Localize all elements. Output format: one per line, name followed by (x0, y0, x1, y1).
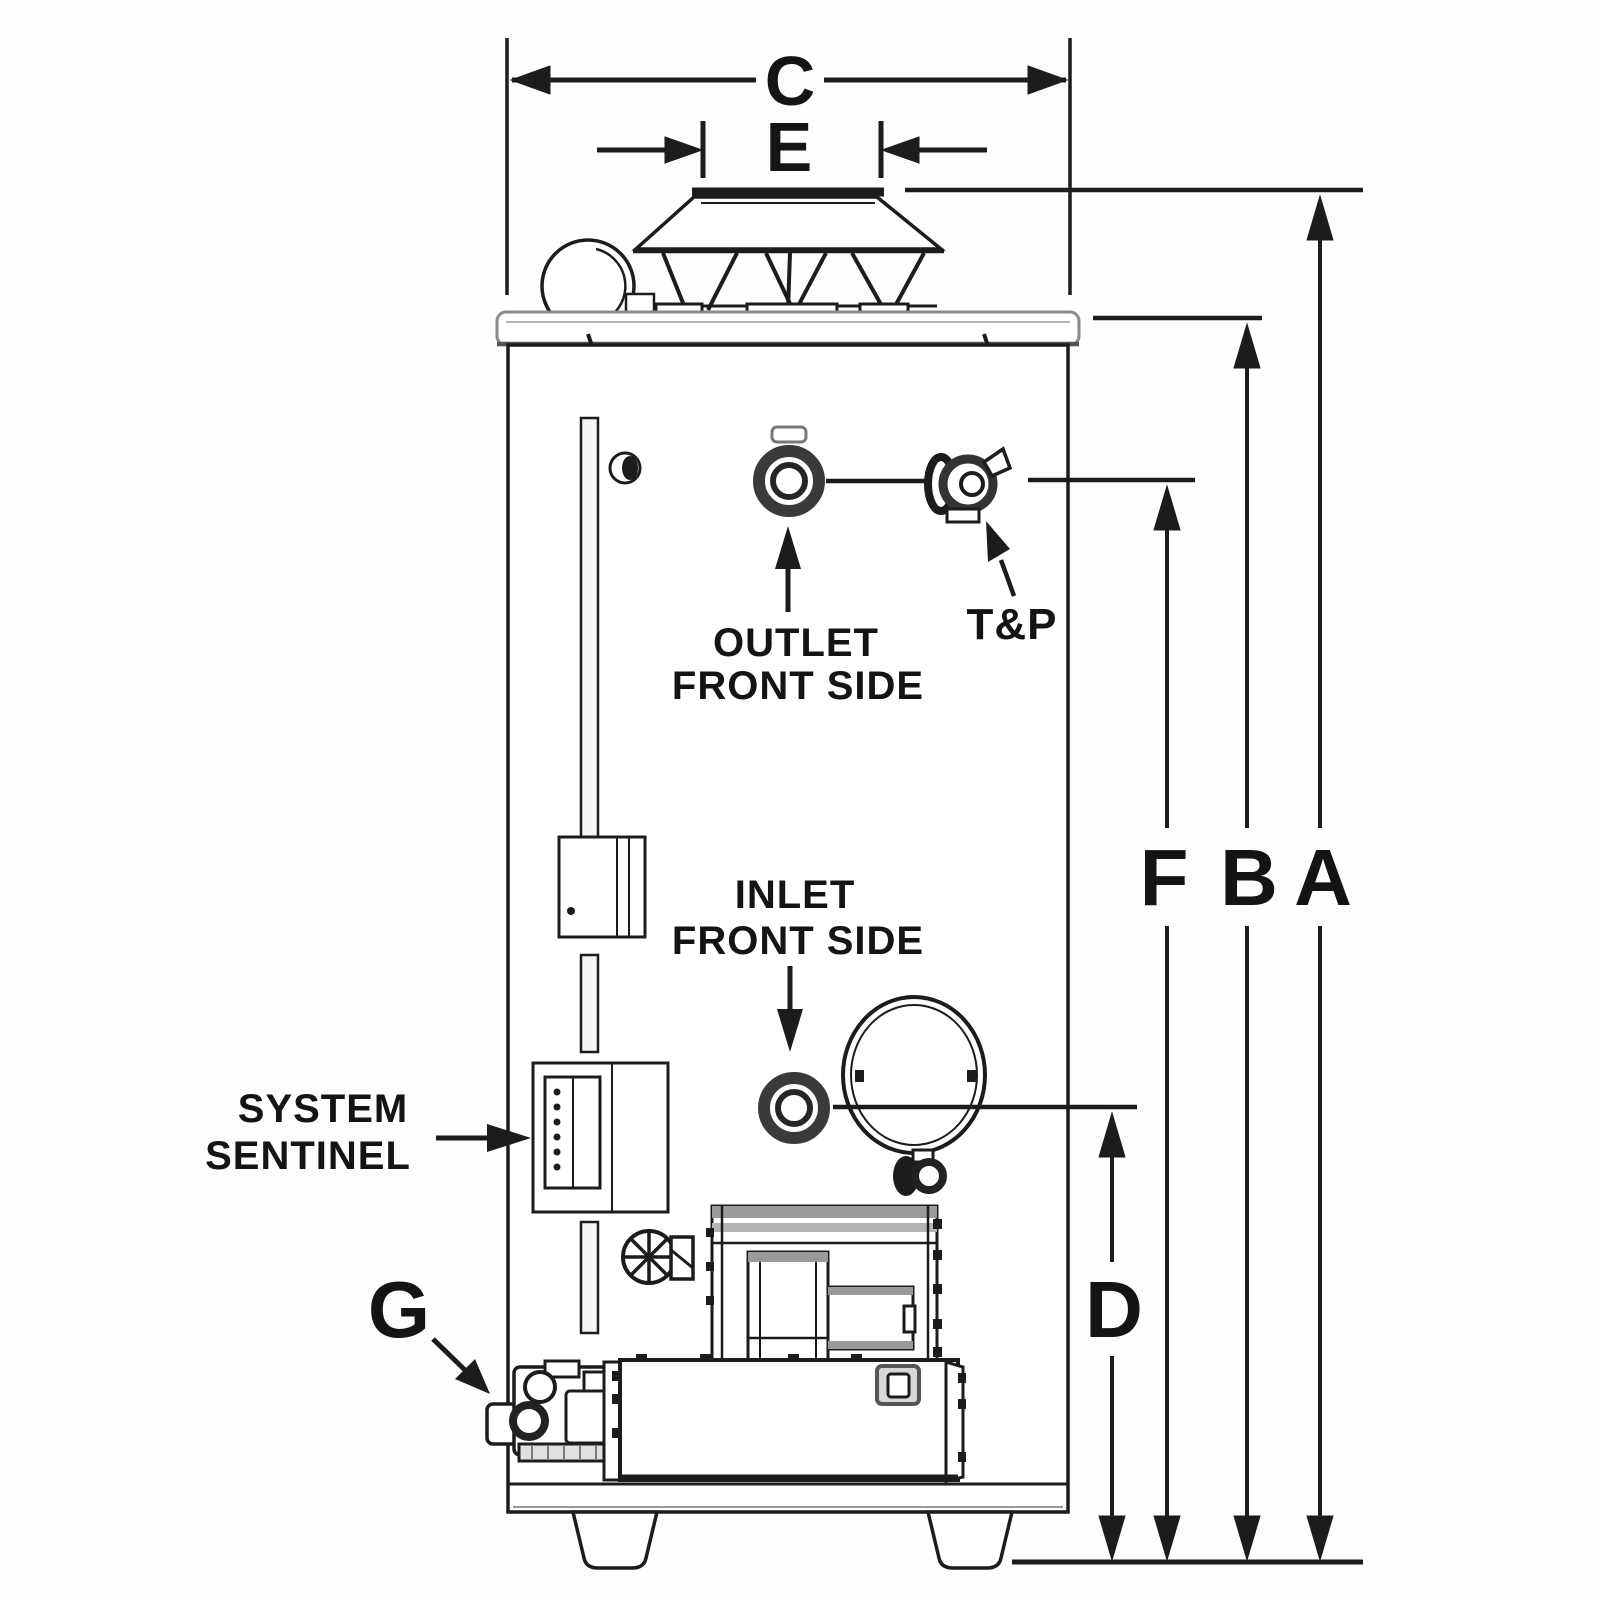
arrow-right-icon (664, 136, 704, 164)
manifold-band (712, 1206, 937, 1218)
control-dot-right (967, 1070, 976, 1082)
dimension-c-lines (505, 38, 1072, 295)
dim-label-b: B (1220, 833, 1278, 922)
gas-valve (485, 1359, 615, 1463)
door-right-strip (944, 1359, 965, 1483)
dim-label-e: E (765, 108, 813, 186)
arrow-right-icon (1027, 65, 1069, 95)
door-tabs (612, 1354, 966, 1462)
outlet-fitting (753, 425, 928, 517)
tp-label: T&P (966, 600, 1058, 649)
system-sentinel-box (436, 1061, 670, 1214)
foot-left (570, 1510, 660, 1570)
sight-glass (886, 1372, 911, 1399)
dim-label-g: G (367, 1265, 431, 1354)
control-circle-outer (841, 995, 987, 1155)
dim-label-a: A (1294, 833, 1352, 922)
knob-ring (911, 1158, 947, 1194)
dimension-b (1093, 315, 1262, 1562)
dim-label-c: C (764, 42, 816, 120)
dim-label-d: D (1085, 1265, 1143, 1354)
tp-body-inner (959, 471, 985, 497)
knob-body (893, 1156, 919, 1196)
dimension-d (833, 1104, 1137, 1562)
manifold-attachment-band (828, 1287, 913, 1295)
rod-lower (579, 1220, 600, 1335)
anode-rod-assembly (557, 416, 647, 1335)
arrow-left-icon (509, 65, 551, 95)
hood-skirt (631, 195, 946, 251)
arrow-up-icon (775, 526, 801, 569)
tank-top-cap (495, 310, 1081, 347)
arrow-down-icon (1233, 1515, 1261, 1562)
draft-hood (631, 187, 946, 320)
outlet-label-line2: FRONT SIDE (671, 664, 925, 708)
foot-right (925, 1510, 1015, 1570)
arrow-up-icon (1306, 194, 1334, 241)
tp-arrow-shaft (998, 559, 1017, 597)
dimension-f (1028, 477, 1195, 1562)
arrow-right-icon (487, 1124, 531, 1152)
rod-upper (579, 416, 600, 839)
arrow-up-icon (1233, 322, 1261, 369)
tp-top-tab (981, 446, 1013, 479)
inlet-label-line2: FRONT SIDE (671, 919, 925, 963)
arrow-down-right-icon (455, 1359, 490, 1394)
arrow-down-icon (1098, 1515, 1126, 1562)
wheel-bracket-line (670, 1248, 694, 1270)
arrow-down-icon (1306, 1515, 1334, 1562)
pilot-sight-wheel (621, 1229, 695, 1285)
arrow-up-icon (1098, 1111, 1126, 1158)
screw-dot (567, 907, 575, 915)
arrow-down-icon (777, 1009, 803, 1052)
arrow-down-icon (1153, 1515, 1181, 1562)
dim-label-f: F (1139, 833, 1189, 922)
manifold-tab (902, 1304, 917, 1334)
manifold-inner-band (748, 1252, 828, 1262)
grommet-hole (622, 456, 638, 480)
sentinel-label-line1: SYSTEM (237, 1087, 409, 1131)
outlet-label-line1: OUTLET (713, 621, 879, 665)
manifold-rail-nubs (706, 1219, 942, 1357)
gas-control (841, 995, 987, 1196)
inlet-group (758, 966, 830, 1144)
arrow-shaft (431, 1337, 469, 1374)
sentinel-label-line2: SENTINEL (205, 1134, 411, 1178)
gas-valve-base-hatch (531, 1446, 597, 1459)
outlet-ring-inner (770, 462, 808, 500)
junction-box (557, 835, 647, 939)
gas-valve-base (517, 1442, 615, 1463)
gas-valve-top (543, 1359, 581, 1379)
flue-bracket (624, 292, 656, 314)
gas-valve-block (564, 1389, 608, 1445)
rod-middle (579, 953, 600, 1054)
cap-body (495, 310, 1081, 347)
control-circle-inner (850, 1004, 978, 1146)
arrow-up-icon (1153, 484, 1181, 531)
inlet-ring-inner (775, 1089, 813, 1127)
burner-door (602, 1354, 966, 1483)
inlet-label-line1: INLET (734, 873, 856, 917)
dimension-e-lines (597, 121, 987, 178)
dimension-a (905, 187, 1363, 1562)
control-dot-left (855, 1070, 864, 1082)
outlet-arrow (775, 526, 801, 612)
manifold-attachment-band (828, 1341, 913, 1349)
tp-bottom-tab (945, 507, 981, 524)
tp-valve (924, 446, 1017, 597)
g-callout (431, 1337, 490, 1394)
manifold-attachment (826, 1285, 915, 1351)
wheel-spokes (623, 1231, 675, 1283)
gas-valve-knob (509, 1401, 549, 1441)
hood-struts (661, 252, 926, 311)
gas-valve-dial (523, 1370, 557, 1404)
manifold-band (712, 1223, 937, 1232)
outlet-tab (770, 425, 808, 444)
sentinel-indicator-dots (553, 1088, 561, 1171)
burner-manifold (706, 1204, 942, 1364)
arrow-up-left-icon (986, 521, 1010, 562)
